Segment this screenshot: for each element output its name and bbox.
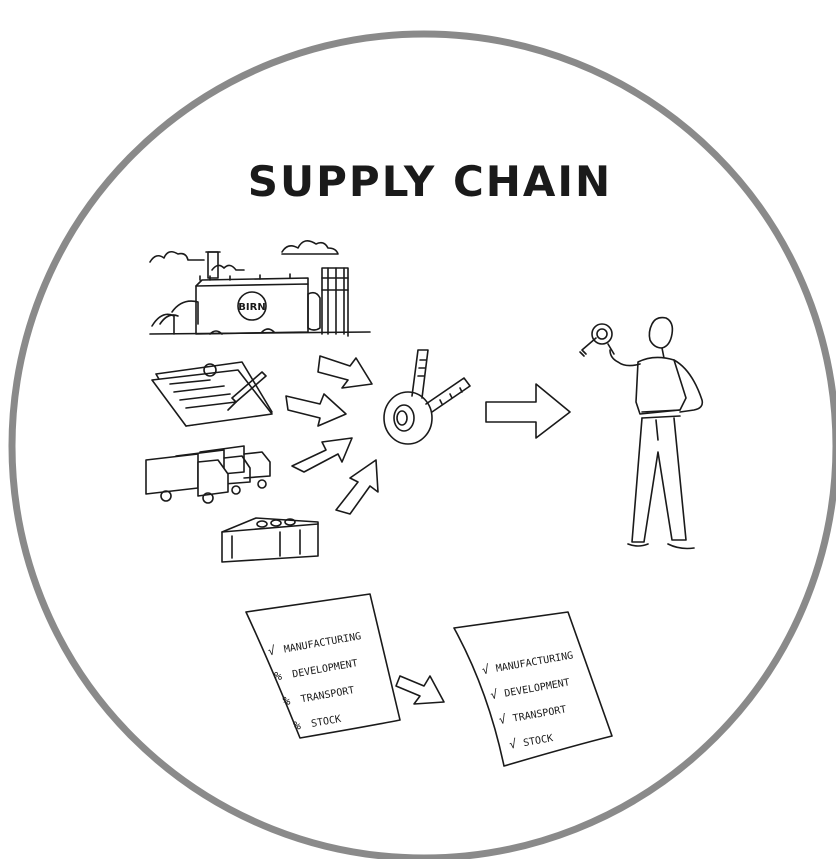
page-title: SUPPLY CHAIN [248,157,612,206]
arrow-icon [291,437,353,473]
checklist-before-mark: % [273,668,283,683]
factory-sign: BIRN [238,302,265,313]
checklist-before-mark: % [282,693,292,708]
arrow-icon [285,393,347,427]
checklist-after-label: STOCK [522,733,554,749]
checklist-after-mark: √ [489,687,499,702]
checklist-after-paper [453,611,613,767]
measuring-tool-icon [383,349,471,445]
arrow-icon [335,459,379,515]
checklist-after-mark: √ [498,712,508,727]
checklist-after-mark: √ [508,737,518,752]
warehouse-icon [221,517,319,563]
factory-icon: BIRN [149,240,371,337]
contract-icon [151,361,273,427]
checklist-before-mark: √ [267,643,277,658]
man-with-magnifier-icon [579,316,704,550]
arrow-icon [317,355,373,389]
checklist-after-mark: √ [481,662,491,677]
checklist-before-label: STOCK [310,714,342,730]
arrow-icon [395,675,445,705]
arrow-icon [485,383,571,439]
checklist-before-paper [245,593,401,739]
checklist-before-mark: % [292,718,302,733]
trucks-icon [145,445,271,504]
circle-frame [8,30,836,859]
